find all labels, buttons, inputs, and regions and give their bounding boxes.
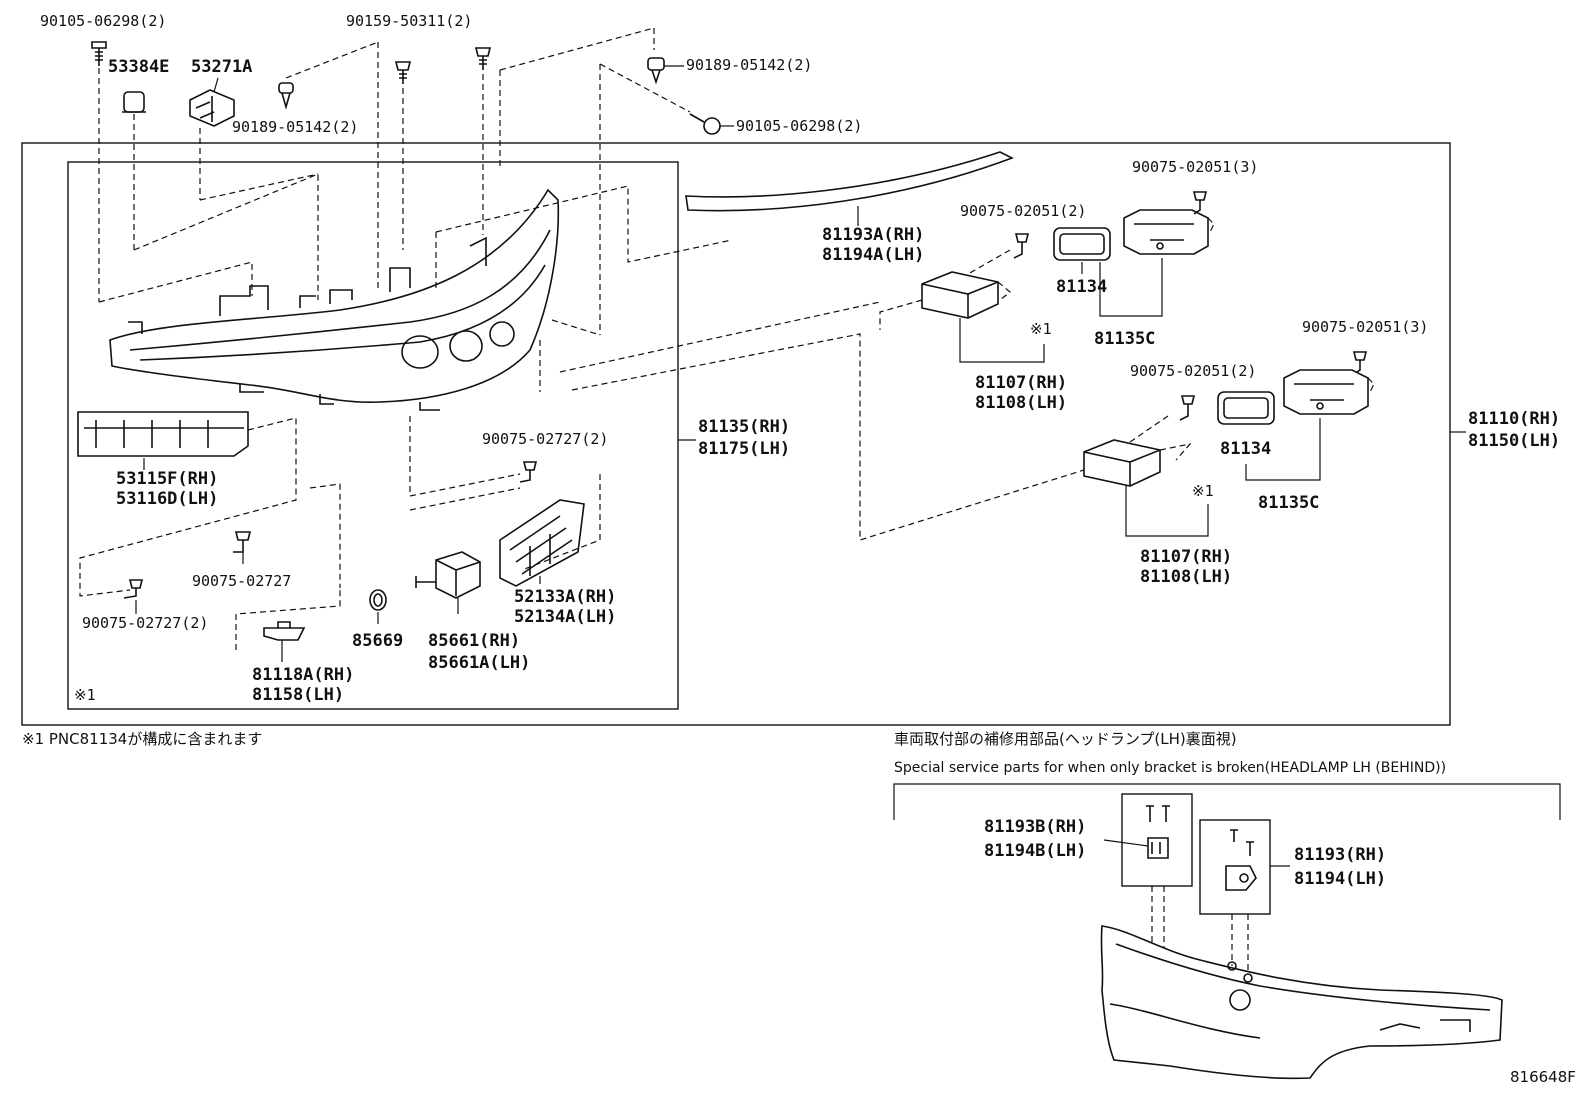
bolt-upper-right-icon xyxy=(689,113,721,135)
grommet-label: 53384E xyxy=(108,57,169,77)
bracket-frame xyxy=(1199,819,1271,915)
bracket-53271a-icon xyxy=(189,89,235,127)
ecu-top-marker: ※1 xyxy=(1030,320,1052,338)
screw-upper-center-icon xyxy=(474,47,492,70)
small-cover-icon xyxy=(499,499,585,587)
bracket-b-lh-label: 81194B(LH) xyxy=(984,841,1086,861)
module-bottom-label: 81135C xyxy=(1258,493,1319,513)
gasket-bottom-icon xyxy=(1217,391,1275,425)
air-duct-icon xyxy=(77,411,249,457)
gasket-top-icon xyxy=(1053,227,1111,261)
screw-center-label: 90075-02727(2) xyxy=(482,430,608,448)
clip-upper-right-label: 90189-05142(2) xyxy=(686,56,812,74)
bracket-b-rh-label: 81193B(RH) xyxy=(984,817,1086,837)
leveling-actuator-lh-label: 85661A(LH) xyxy=(428,653,530,673)
o-ring-label: 85669 xyxy=(352,631,403,651)
outer-assembly-frame xyxy=(21,142,1451,726)
clip-upper-left-label: 90189-05142(2) xyxy=(232,118,358,136)
clip-upper-left-icon xyxy=(278,82,294,110)
inner-box-marker: ※1 xyxy=(74,686,96,704)
bolt-top-left-icon xyxy=(91,41,107,66)
screw-ecu-top-label: 90075-02051(2) xyxy=(960,202,1086,220)
air-duct-rh-label: 53115F(RH) xyxy=(116,469,218,489)
screw-left-b-label: 90075-02727(2) xyxy=(82,614,208,632)
screw-ecu-top-icon xyxy=(1013,233,1030,259)
ecu-top-rh-label: 81107(RH) xyxy=(975,373,1067,393)
module-bottom-icon xyxy=(1283,369,1369,415)
small-bracket-icon xyxy=(263,621,306,641)
bracket-b-frame xyxy=(1121,793,1193,887)
leveling-actuator-icon xyxy=(415,551,481,599)
ecu-bottom-lh-label: 81108(LH) xyxy=(1140,567,1232,587)
cover-strip-icon xyxy=(685,151,1014,212)
screw-module-top-label: 90075-02051(3) xyxy=(1132,158,1258,176)
gasket-top-label: 81134 xyxy=(1056,277,1107,297)
bracket-rh-label: 81193(RH) xyxy=(1294,845,1386,865)
assembly-rh-label: 81110(RH) xyxy=(1468,409,1560,429)
screw-left-b-icon xyxy=(123,579,144,599)
grommet-icon xyxy=(122,91,146,113)
unit-lh-label: 81175(LH) xyxy=(698,439,790,459)
ecu-bottom-marker: ※1 xyxy=(1192,482,1214,500)
air-duct-lh-label: 53116D(LH) xyxy=(116,489,218,509)
headlamp-housing-icon xyxy=(109,188,560,411)
small-bracket-rh-label: 81118A(RH) xyxy=(252,665,354,685)
ecu-top-lh-label: 81108(LH) xyxy=(975,393,1067,413)
bolt-top-left-label: 90105-06298(2) xyxy=(40,12,166,30)
module-top-icon xyxy=(1123,209,1209,255)
bracket-icon xyxy=(1225,829,1257,891)
gasket-bottom-label: 81134 xyxy=(1220,439,1271,459)
module-top-label: 81135C xyxy=(1094,329,1155,349)
inner-unit-frame xyxy=(67,161,679,710)
screw-left-a-label: 90075-02727 xyxy=(192,572,291,590)
bracket-lh-label: 81194(LH) xyxy=(1294,869,1386,889)
drawing-number: 816648F xyxy=(1510,1068,1576,1086)
headlamp-rear-view-icon xyxy=(1100,925,1503,1080)
ecu-top-icon xyxy=(921,271,999,319)
o-ring-icon xyxy=(369,589,387,611)
cover-strip-rh-label: 81193A(RH) xyxy=(822,225,924,245)
screw-module-top-icon xyxy=(1192,191,1208,215)
screw-module-bottom-icon xyxy=(1352,351,1368,375)
service-title-jp: 車両取付部の補修用部品(ヘッドランプ(LH)裏面視) xyxy=(894,730,1237,748)
screw-module-bottom-label: 90075-02051(3) xyxy=(1302,318,1428,336)
unit-rh-label: 81135(RH) xyxy=(698,417,790,437)
leveling-actuator-rh-label: 85661(RH) xyxy=(428,631,520,651)
screw-upper-mid-icon xyxy=(394,61,412,84)
footnote: ※1 PNC81134が構成に含まれます xyxy=(22,730,262,748)
service-section-bracket-line xyxy=(893,783,1561,820)
bolt-upper-right-label: 90105-06298(2) xyxy=(736,117,862,135)
screw-center-icon xyxy=(519,461,538,483)
cover-strip-lh-label: 81194A(LH) xyxy=(822,245,924,265)
bracket-53271a-label: 53271A xyxy=(191,57,252,77)
screw-ecu-bottom-icon xyxy=(1179,395,1196,421)
screw-left-a-icon xyxy=(233,531,252,553)
ecu-bottom-icon xyxy=(1083,439,1161,487)
small-bracket-lh-label: 81158(LH) xyxy=(252,685,344,705)
ecu-bottom-rh-label: 81107(RH) xyxy=(1140,547,1232,567)
assembly-lh-label: 81150(LH) xyxy=(1468,431,1560,451)
clip-upper-right-icon xyxy=(647,57,665,85)
small-cover-lh-label: 52134A(LH) xyxy=(514,607,616,627)
service-title-en: Special service parts for when only brac… xyxy=(894,760,1446,776)
bracket-b-icon xyxy=(1146,805,1170,859)
small-cover-rh-label: 52133A(RH) xyxy=(514,587,616,607)
screw-upper-mid-label: 90159-50311(2) xyxy=(346,12,472,30)
screw-ecu-bottom-label: 90075-02051(2) xyxy=(1130,362,1256,380)
